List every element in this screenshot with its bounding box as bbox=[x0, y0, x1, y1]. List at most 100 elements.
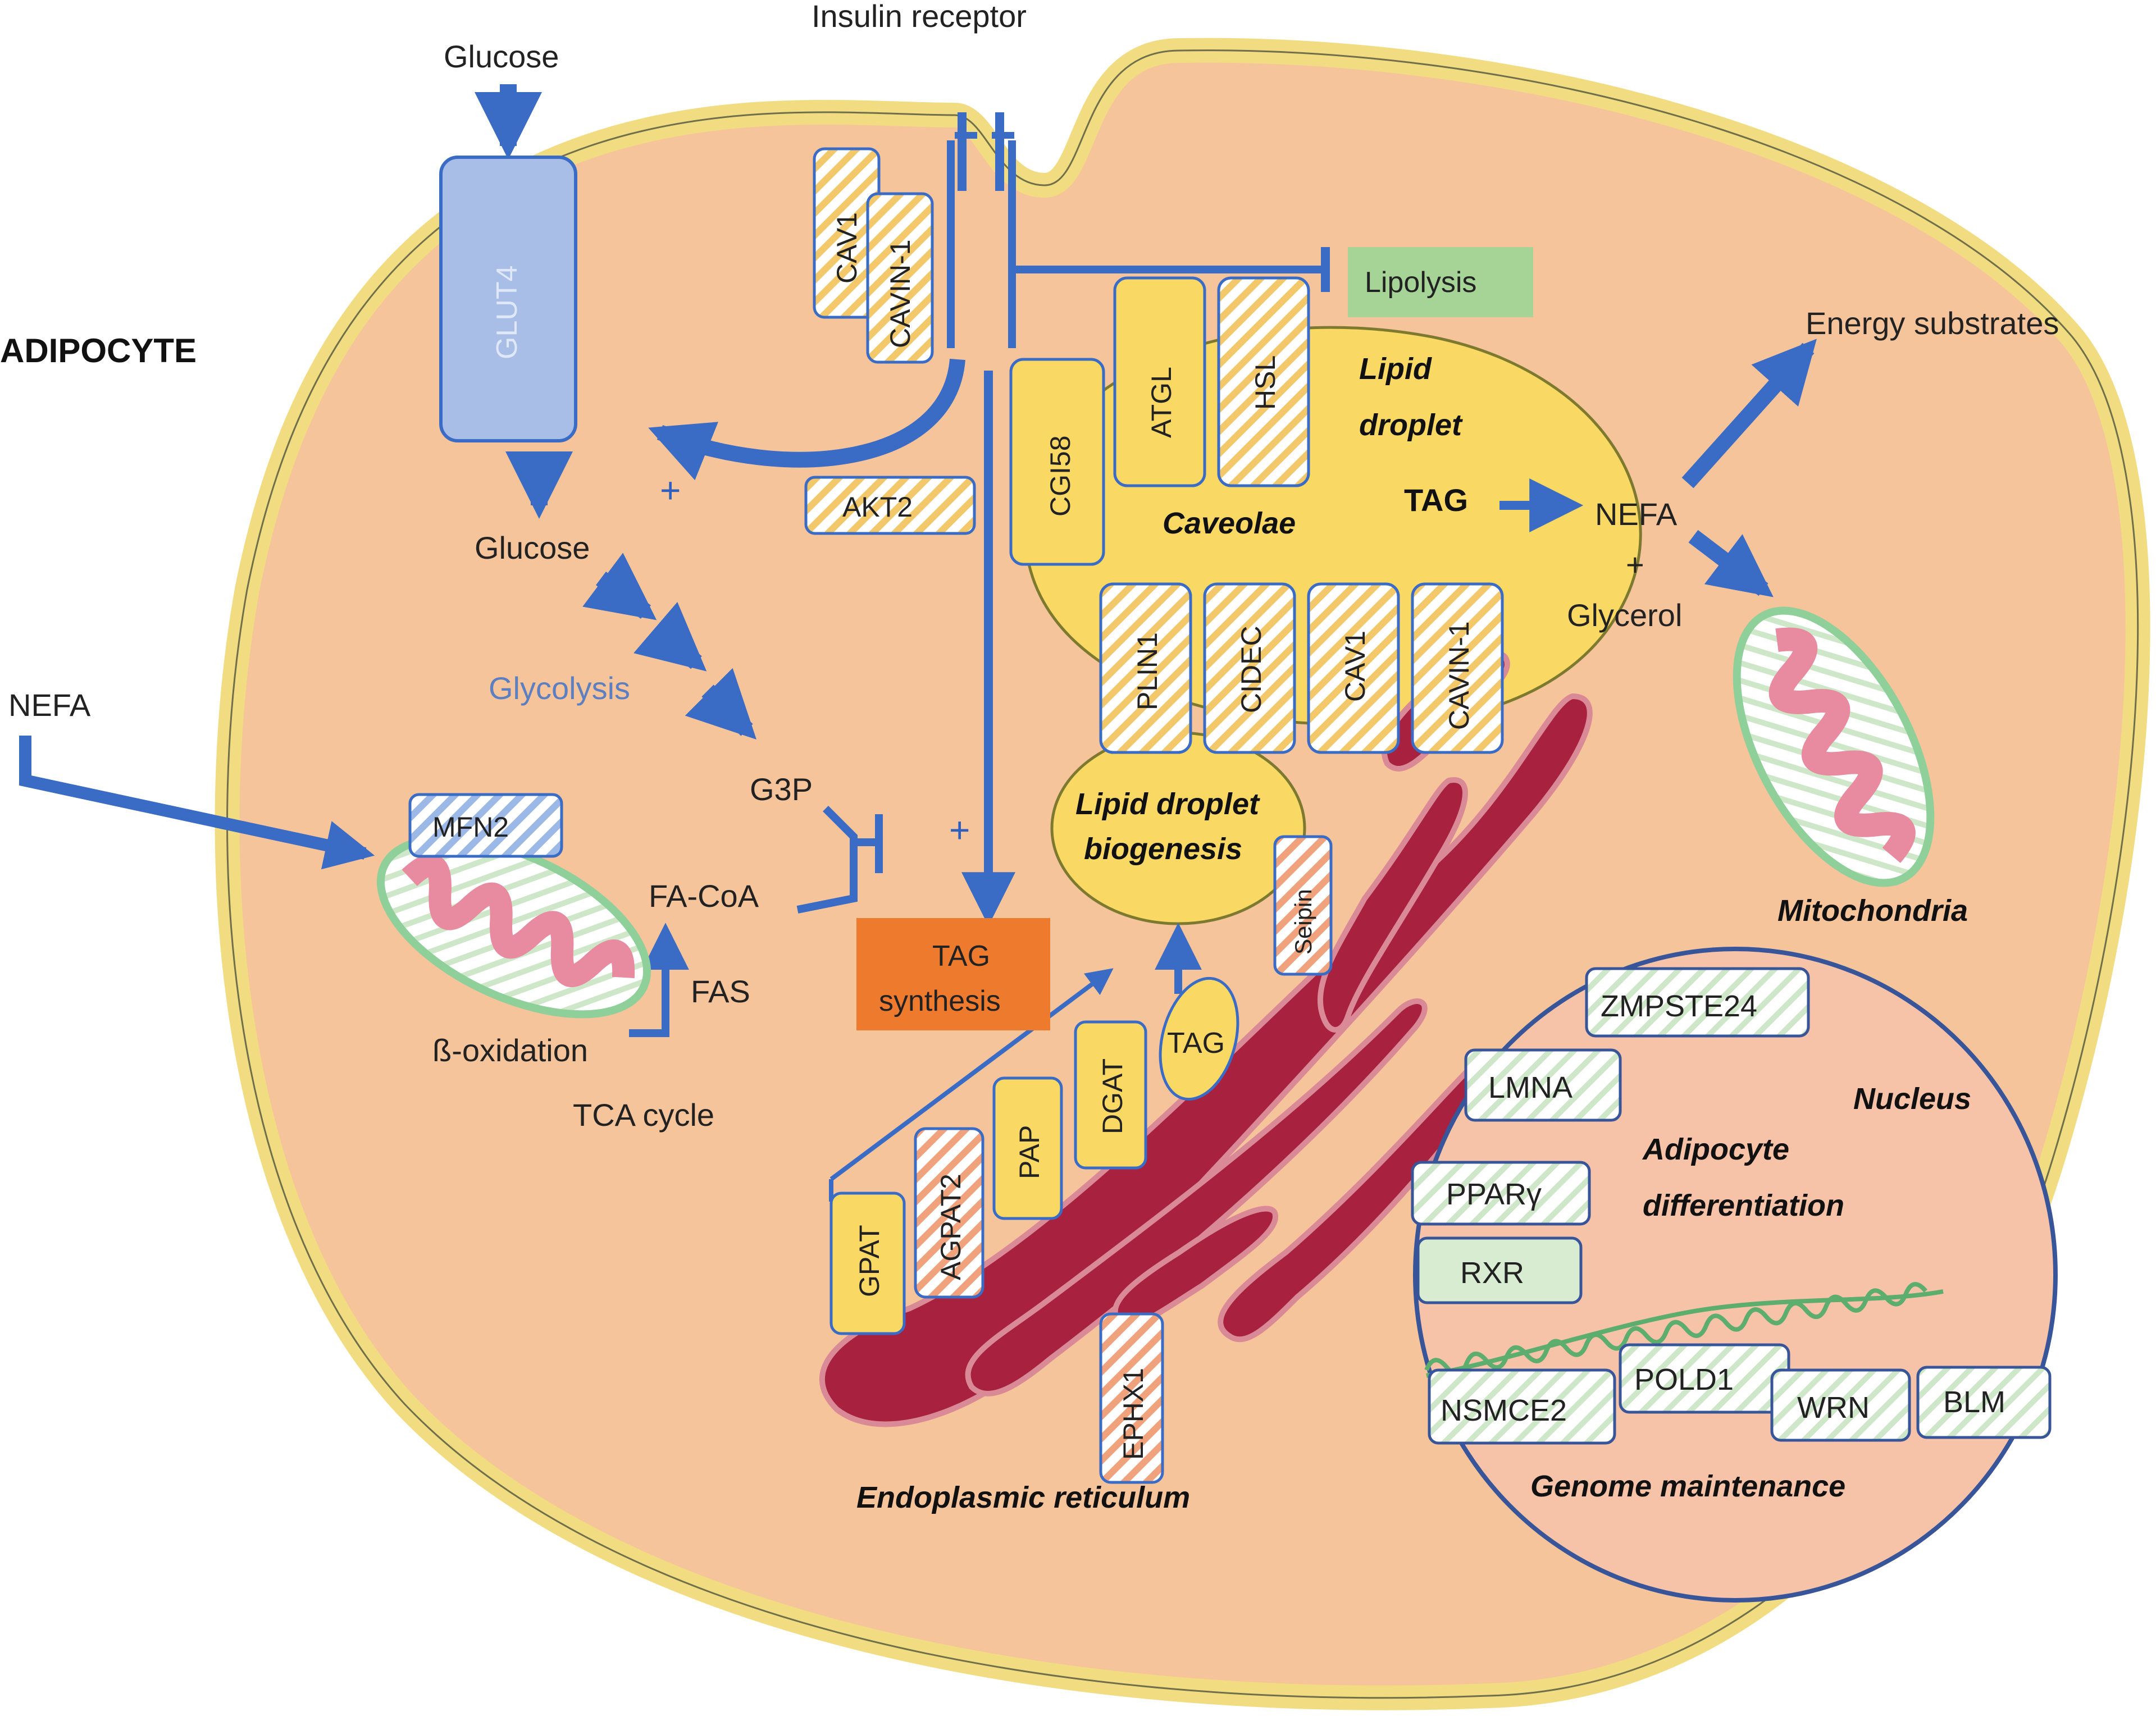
glycolysis-label: Glycolysis bbox=[489, 670, 630, 706]
lmna-box bbox=[1464, 1048, 1622, 1122]
hsl-label: HSL bbox=[1250, 355, 1281, 410]
cavin1-droplet-box bbox=[1411, 582, 1504, 754]
seipin-box bbox=[1273, 835, 1333, 976]
nsmce2-label: NSMCE2 bbox=[1441, 1394, 1567, 1427]
plus-sign-1: + bbox=[660, 470, 681, 510]
adipocyte-differentiation-label-1: Adipocyte bbox=[1642, 1133, 1789, 1166]
lipid-droplet-label-2: droplet bbox=[1359, 408, 1463, 442]
cavin1-top-box bbox=[866, 192, 934, 364]
ephx1-label: EPHX1 bbox=[1118, 1368, 1149, 1460]
nefa-to-energy-arrow bbox=[1681, 339, 1817, 489]
boxes bbox=[408, 147, 2052, 1484]
zmpste24-box bbox=[1585, 967, 1810, 1038]
atgl-box bbox=[1113, 276, 1206, 487]
agpat2-label: AGPAT2 bbox=[935, 1174, 967, 1280]
mitochondrion-right bbox=[1733, 606, 1935, 887]
insulin-receptor-label: Insulin receptor bbox=[812, 0, 1027, 34]
g3p-facoa-bracket bbox=[796, 806, 876, 914]
glucose-in-label: Glucose bbox=[444, 39, 559, 74]
dna-helix bbox=[1424, 1282, 1944, 1378]
cgi58-box bbox=[1009, 358, 1105, 566]
insulin-receptor bbox=[947, 112, 1016, 348]
zmpste24-label: ZMPSTE24 bbox=[1601, 989, 1757, 1023]
plin1-box bbox=[1099, 582, 1192, 754]
dgat-label: DGAT bbox=[1097, 1058, 1128, 1134]
wrn-box bbox=[1770, 1368, 1911, 1442]
lipolysis-box bbox=[1348, 247, 1533, 317]
glucose-cyto-label: Glucose bbox=[475, 530, 590, 565]
rxr-label: RXR bbox=[1460, 1256, 1524, 1290]
wrn-label: WRN bbox=[1797, 1391, 1870, 1425]
tag-er-text: TAG bbox=[1167, 1027, 1225, 1060]
nefa-in-label: NEFA bbox=[8, 687, 91, 723]
energy-substrates-label: Energy substrates bbox=[1806, 305, 2059, 341]
mitochondrion-left bbox=[376, 834, 651, 1019]
lipid-droplet-biogenesis bbox=[1050, 731, 1306, 925]
caveolae-label: Caveolae bbox=[1163, 506, 1296, 540]
agpat2-box bbox=[914, 1127, 984, 1299]
mfn2-label: MFN2 bbox=[432, 811, 509, 843]
ppary-box bbox=[1411, 1161, 1591, 1226]
plus-label: + bbox=[1626, 547, 1644, 582]
cgi58-label: CGI58 bbox=[1045, 435, 1076, 517]
biogenesis-label-2: biogenesis bbox=[1084, 832, 1242, 866]
nefa-inflow-arrow bbox=[19, 736, 375, 870]
plin1-label: PLIN1 bbox=[1132, 632, 1163, 710]
cavin1-droplet-label: CAVIN-1 bbox=[1443, 621, 1475, 730]
lmna-label: LMNA bbox=[1488, 1071, 1572, 1104]
nsmce2-box bbox=[1428, 1368, 1616, 1445]
pap-label: PAP bbox=[1014, 1125, 1045, 1179]
adipocyte-differentiation-label-2: differentiation bbox=[1643, 1189, 1844, 1222]
beta-oxidation-label: ß-oxidation bbox=[432, 1033, 588, 1068]
g3p-label: G3P bbox=[750, 772, 813, 807]
tag-droplet-label: TAG bbox=[1404, 482, 1468, 518]
biogenesis-label-1: Lipid droplet bbox=[1075, 787, 1260, 821]
pold1-label: POLD1 bbox=[1634, 1363, 1734, 1396]
genome-maintenance-label: Genome maintenance bbox=[1530, 1469, 1845, 1503]
nefa-to-mitochondria-arrow bbox=[1688, 530, 1774, 597]
fas-label: FAS bbox=[691, 974, 750, 1009]
cav1-top-label: CAV1 bbox=[831, 212, 863, 284]
fa-coa-label: FA-CoA bbox=[649, 878, 759, 914]
akt2-label: AKT2 bbox=[842, 491, 913, 523]
tag-er-ellipse bbox=[1159, 976, 1239, 1101]
cavin1-top-label: CAVIN-1 bbox=[885, 239, 916, 348]
blm-box bbox=[1916, 1366, 2052, 1439]
tca-cycle-label: TCA cycle bbox=[573, 1097, 714, 1133]
glut4-label: GLUT4 bbox=[491, 265, 523, 359]
tag-synthesis-text-1: TAG bbox=[932, 940, 990, 973]
ephx1-box bbox=[1099, 1312, 1164, 1484]
nefa-out-label: NEFA bbox=[1595, 496, 1678, 532]
nucleus-label: Nucleus bbox=[1853, 1082, 1971, 1116]
blm-label: BLM bbox=[1943, 1385, 2005, 1419]
rxr-box bbox=[1416, 1236, 1583, 1304]
fas-arrow bbox=[629, 923, 689, 1037]
atgl-label: ATGL bbox=[1146, 367, 1177, 438]
er-label: Endoplasmic reticulum bbox=[856, 1481, 1190, 1514]
ppary-label: PPARγ bbox=[1446, 1177, 1542, 1211]
gpat-to-biogenesis-arrow bbox=[829, 968, 1114, 1181]
receptor-to-glut4-arrow bbox=[648, 358, 965, 481]
lipid-droplet-label-1: Lipid bbox=[1359, 352, 1432, 386]
diagram-title: ADIPOCYTE bbox=[0, 332, 197, 369]
tag-synthesis-box bbox=[856, 918, 1050, 1030]
cidec-box bbox=[1203, 582, 1296, 754]
cav1-droplet-box bbox=[1307, 582, 1400, 754]
glycerol-label: Glycerol bbox=[1567, 597, 1682, 633]
gpat-label: GPAT bbox=[854, 1225, 885, 1297]
cidec-label: CIDEC bbox=[1236, 626, 1267, 713]
mfn2-box bbox=[408, 793, 563, 858]
gpat-box bbox=[829, 1192, 906, 1335]
seipin-label: Seipin bbox=[1290, 889, 1316, 955]
glut4-transporter bbox=[439, 156, 577, 442]
pap-box bbox=[992, 1076, 1063, 1220]
mitochondria-label: Mitochondria bbox=[1777, 894, 1968, 928]
dgat-box bbox=[1074, 1020, 1147, 1170]
akt2-box bbox=[804, 476, 976, 535]
plus-sign-2: + bbox=[949, 810, 970, 850]
hsl-box bbox=[1217, 276, 1310, 487]
cav1-droplet-label: CAV1 bbox=[1339, 631, 1371, 702]
tag-synthesis-text-2: synthesis bbox=[879, 985, 1001, 1017]
